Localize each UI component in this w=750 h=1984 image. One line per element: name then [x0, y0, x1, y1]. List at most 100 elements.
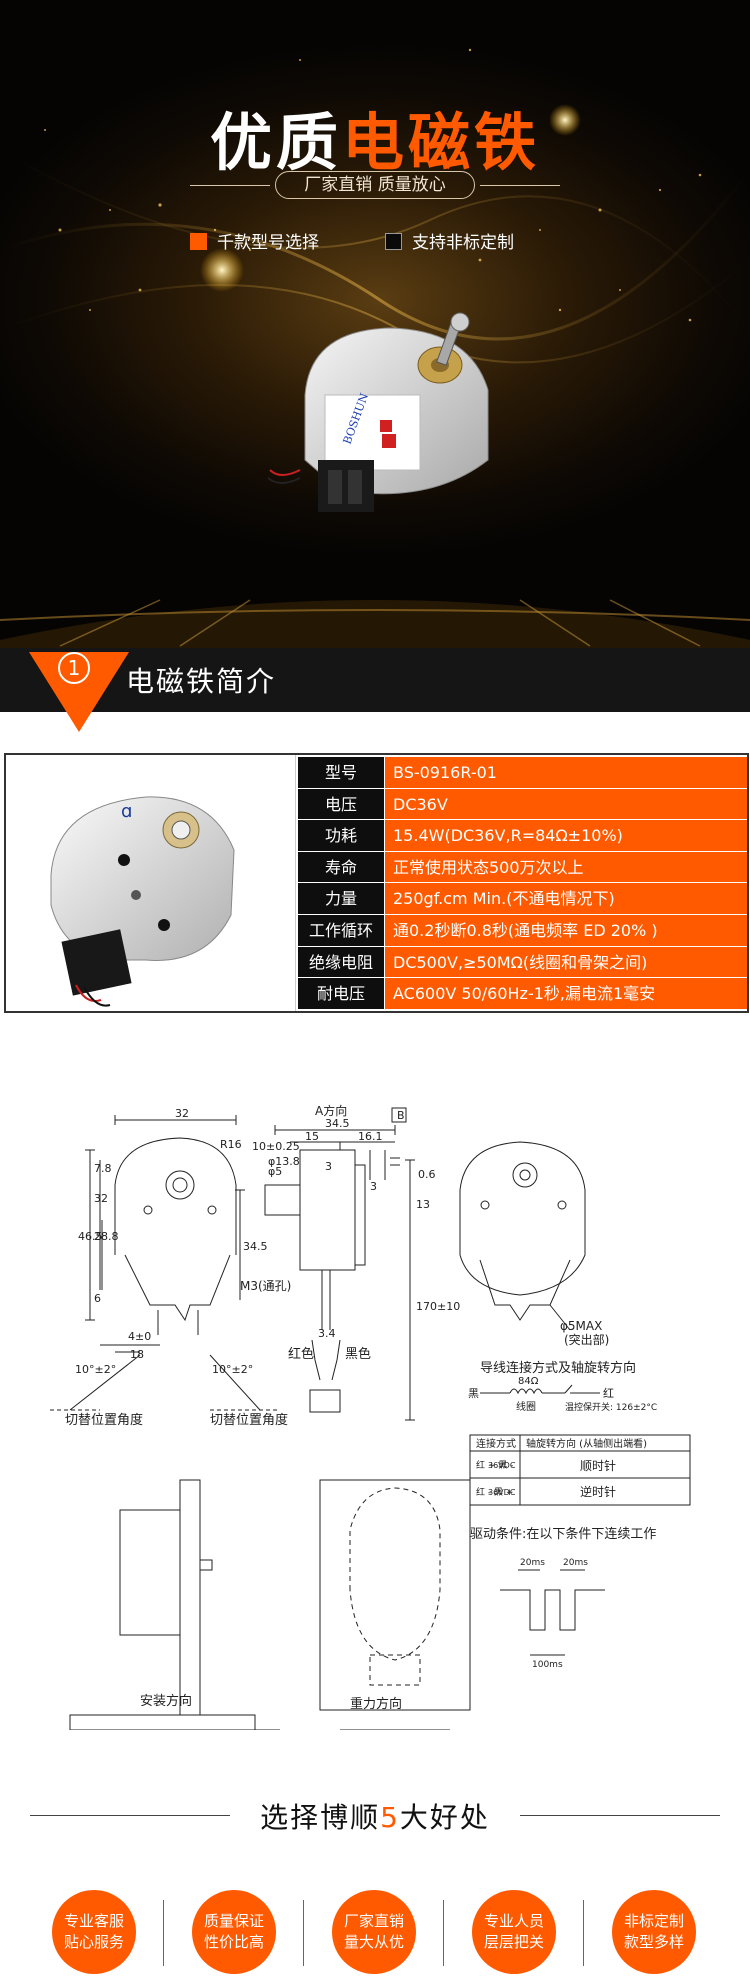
- slogan-divider-right: [480, 185, 560, 186]
- svg-text:34.5: 34.5: [243, 1240, 268, 1253]
- install-view: [69, 1479, 256, 1730]
- benefit-line1: 质量保证: [203, 1912, 264, 1930]
- spec-value: 250gf.cm Min.(不通电情况下): [384, 883, 747, 915]
- spec-key: 功耗: [298, 820, 384, 852]
- wiring-schematic: [469, 1384, 691, 1506]
- spec-value: 正常使用状态500万次以上: [384, 851, 747, 884]
- spec-product-photo: ɑ: [6, 755, 296, 1011]
- svg-text:7.8: 7.8: [94, 1162, 112, 1175]
- spec-key: 寿命: [298, 851, 384, 884]
- spec-value: AC600V 50/60Hz-1秒,漏电流1毫安: [384, 978, 747, 1010]
- benefit-separator: [303, 1900, 304, 1966]
- benefit-line2: 贴心服务: [63, 1933, 124, 1951]
- hero-banner: BOSHUN 优质电磁铁 厂家直销 质量放心 千款型号选择 支持非标定制: [0, 0, 750, 712]
- svg-text:3.4: 3.4: [318, 1327, 336, 1340]
- svg-text:M3(通孔): M3(通孔): [240, 1279, 291, 1293]
- svg-text:ɑ: ɑ: [121, 801, 132, 822]
- slogan-divider-left: [190, 185, 270, 186]
- svg-text:重力方向: 重力方向: [350, 1696, 402, 1712]
- feature-models: 千款型号选择: [190, 230, 319, 256]
- black-square-icon: [385, 233, 402, 250]
- benefit-line2: 量大从优: [343, 1933, 404, 1951]
- svg-text:(突出部): (突出部): [564, 1332, 609, 1347]
- benefit-line1: 非标定制: [623, 1912, 684, 1930]
- spec-value: 通0.2秒断0.8秒(通电频率 ED 20% ): [384, 914, 747, 947]
- svg-text:32: 32: [94, 1192, 108, 1205]
- benefit-badge: 厂家直销量大从优: [332, 1890, 416, 1974]
- pulse-diagram: [500, 1569, 605, 1656]
- front-view: [50, 1115, 280, 1411]
- spec-key: 型号: [298, 757, 384, 789]
- svg-text:B: B: [397, 1109, 405, 1122]
- svg-text:36VDC: 36VDC: [488, 1488, 516, 1497]
- svg-text:13: 13: [416, 1198, 430, 1211]
- benefit-separator: [583, 1900, 584, 1966]
- svg-text:红 - 黑 +: 红 - 黑 +: [476, 1486, 513, 1498]
- svg-text:28.8: 28.8: [94, 1230, 119, 1243]
- svg-text:φ13.8: φ13.8: [268, 1155, 300, 1168]
- svg-text:温控保开关: 126±2°C: 温控保开关: 126±2°C: [565, 1401, 657, 1413]
- svg-text:3: 3: [325, 1160, 332, 1173]
- svg-text:φ5: φ5: [268, 1165, 282, 1178]
- svg-text:安装方向: 安装方向: [140, 1693, 192, 1709]
- orange-square-icon: [190, 233, 207, 250]
- svg-text:10±0.25: 10±0.25: [252, 1140, 300, 1153]
- svg-text:逆时针: 逆时针: [580, 1484, 616, 1499]
- benefit-line1: 厂家直销: [343, 1912, 404, 1930]
- benefit-line2: 层层把关: [483, 1933, 544, 1951]
- spec-key: 耐电压: [298, 978, 384, 1010]
- svg-text:驱动条件:在以下条件下连续工作: 驱动条件:在以下条件下连续工作: [470, 1526, 656, 1542]
- hero-title: 优质电磁铁: [209, 106, 541, 179]
- benefit-separator: [443, 1900, 444, 1966]
- svg-text:16.1: 16.1: [358, 1130, 383, 1143]
- svg-text:20ms: 20ms: [563, 1558, 588, 1568]
- feature-custom: 支持非标定制: [385, 230, 514, 256]
- svg-text:轴旋转方向 (从轴侧出端看): 轴旋转方向 (从轴侧出端看): [526, 1437, 647, 1450]
- spec-key: 力量: [298, 883, 384, 915]
- svg-text:红色: 红色: [288, 1346, 314, 1362]
- svg-text:黑色: 黑色: [345, 1346, 371, 1362]
- spec-value: DC36V: [384, 788, 747, 821]
- benefits-title: 选择博顺5大好处: [260, 1801, 490, 1834]
- benefits-divider-right: [520, 1815, 720, 1816]
- svg-text:34.5: 34.5: [325, 1117, 350, 1130]
- svg-text:32: 32: [175, 1107, 189, 1120]
- svg-text:20ms: 20ms: [520, 1558, 545, 1568]
- svg-text:18: 18: [130, 1348, 144, 1361]
- solenoid-product-image: BOSHUN: [267, 312, 489, 512]
- benefit-badge: 非标定制款型多样: [612, 1890, 696, 1974]
- benefit-badge: 质量保证性价比高: [192, 1890, 276, 1974]
- hero-slogan: 厂家直销 质量放心: [275, 171, 475, 199]
- svg-text:切替位置角度: 切替位置角度: [65, 1412, 143, 1428]
- svg-text:红 + 黑 -: 红 + 黑 -: [476, 1459, 513, 1471]
- spec-row: 工作循环通0.2秒断0.8秒(通电频率 ED 20% ): [298, 914, 747, 947]
- svg-text:A方向: A方向: [315, 1103, 347, 1118]
- benefit-line2: 性价比高: [203, 1933, 264, 1951]
- svg-text:6: 6: [94, 1292, 101, 1305]
- intro-title: 电磁铁简介: [126, 665, 277, 698]
- svg-text:46.5: 46.5: [78, 1230, 103, 1243]
- svg-text:连接方式: 连接方式: [476, 1437, 516, 1450]
- svg-text:线圈: 线圈: [516, 1400, 536, 1413]
- svg-text:导线连接方式及轴旋转方向: 导线连接方式及轴旋转方向: [480, 1360, 636, 1376]
- benefit-line1: 专业人员: [483, 1912, 544, 1930]
- svg-text:84Ω: 84Ω: [518, 1376, 539, 1387]
- svg-text:4±0: 4±0: [128, 1330, 151, 1343]
- hero-background-art: BOSHUN: [0, 48, 750, 648]
- spec-value: BS-0916R-01: [384, 757, 747, 789]
- benefits-divider-left: [30, 1815, 230, 1816]
- technical-drawing: A方向 B 32 R16 7.8 32 28.8 46.5 6 34.5 4±0…: [50, 1103, 691, 1730]
- svg-text:红: 红: [603, 1387, 614, 1400]
- spec-key: 工作循环: [298, 914, 384, 947]
- svg-text:φ5MAX: φ5MAX: [560, 1319, 602, 1333]
- svg-text:15: 15: [305, 1130, 319, 1143]
- svg-text:切替位置角度: 切替位置角度: [210, 1412, 288, 1428]
